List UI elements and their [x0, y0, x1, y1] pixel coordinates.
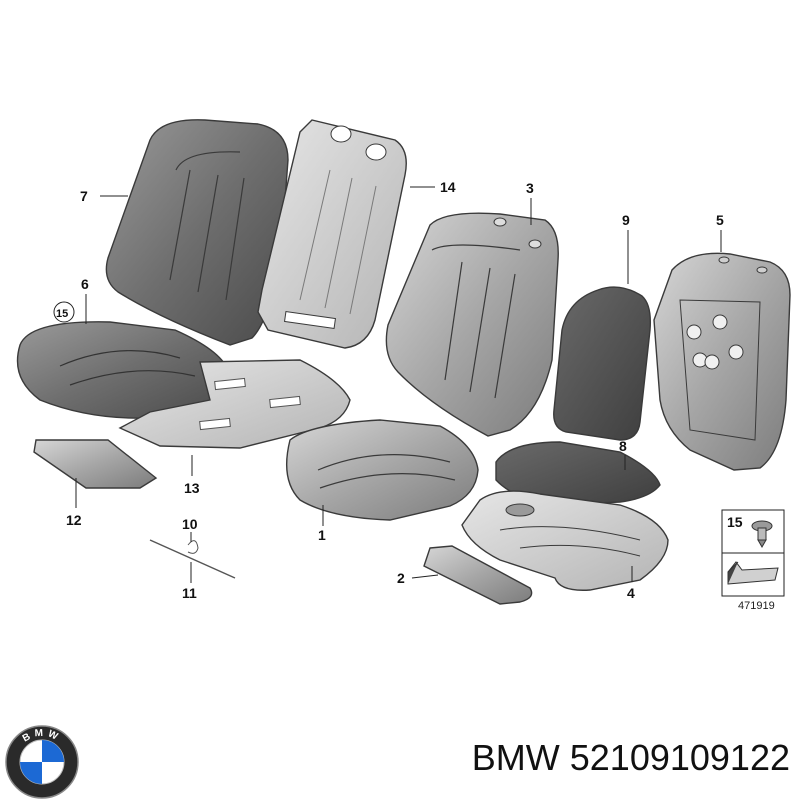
callout-8: 8	[619, 438, 627, 454]
callout-14: 14	[440, 179, 456, 195]
svg-text:15: 15	[56, 308, 68, 320]
part-14-backrest-pad	[257, 119, 407, 349]
callout-7: 7	[80, 188, 88, 204]
arrow-icon	[727, 561, 779, 585]
part-13-seat-pad	[118, 359, 351, 449]
callout-15-circled: 15	[53, 301, 75, 323]
callout-13: 13	[184, 480, 200, 496]
part-1-seat-cushion-cover	[285, 419, 479, 521]
part-9-back-panel	[553, 286, 652, 441]
part-10-11-wire-clip	[149, 539, 236, 579]
part-number-caption: BMW 52109109122	[471, 737, 790, 778]
clip-15-icon	[751, 520, 773, 549]
part-5-backrest-frame	[653, 252, 791, 471]
part-2-trim-panel	[423, 545, 533, 605]
callout-9: 9	[622, 212, 630, 228]
callout-11: 11	[182, 585, 197, 601]
part-3-backrest-cover	[385, 212, 559, 437]
legend-box: 15	[721, 509, 785, 597]
part-12-cover-panel	[33, 439, 158, 489]
part-6-seat-cushion-cover	[16, 321, 229, 419]
catalog-number: 471919	[738, 600, 775, 612]
part-4-seat-frame	[461, 490, 669, 591]
callout-1: 1	[318, 527, 326, 543]
callout-5: 5	[716, 212, 724, 228]
leader-lines	[75, 186, 722, 583]
bmw-logo-icon: BMW	[5, 725, 79, 799]
callout-6: 6	[81, 276, 89, 292]
seat-parts-diagram: 15 471919	[16, 119, 791, 612]
callout-3: 3	[526, 180, 534, 196]
callout-4: 4	[627, 585, 635, 601]
callout-12: 12	[66, 512, 82, 528]
legend-15-label: 15	[727, 514, 743, 530]
callout-2: 2	[397, 570, 405, 586]
callout-10: 10	[182, 516, 198, 532]
